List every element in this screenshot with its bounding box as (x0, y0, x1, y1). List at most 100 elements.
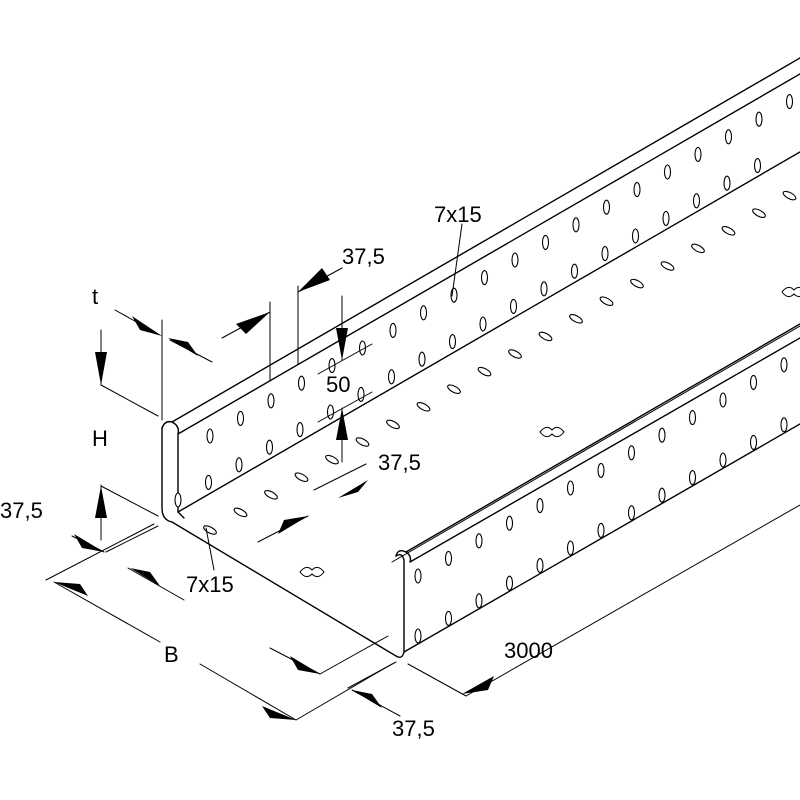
slot (296, 422, 304, 438)
slot (235, 457, 243, 473)
slot (233, 507, 248, 518)
slot (386, 419, 400, 430)
bottom-slot-leader (205, 527, 215, 571)
b-arrow-left (54, 582, 88, 596)
b-dim-line-1 (53, 581, 161, 643)
slot (663, 164, 672, 180)
label-pitch-bottom: 37,5 (378, 450, 421, 475)
slot (206, 428, 214, 444)
pitch-top-arrow-1 (236, 312, 270, 334)
length-arrow (462, 676, 494, 694)
length-dim-line (465, 504, 800, 697)
rows-ext-bottom (317, 391, 373, 423)
edge-right-arrow-2 (352, 690, 382, 708)
slot (660, 261, 675, 271)
slot (416, 402, 431, 412)
tray-outline (161, 57, 800, 659)
slot (601, 246, 609, 262)
slot (387, 369, 396, 385)
slot (479, 316, 487, 332)
slot (509, 298, 518, 314)
label-b: B (164, 642, 179, 667)
right-wall-top-lip (395, 323, 800, 557)
slot (444, 610, 453, 626)
slot (719, 392, 727, 408)
left-wall-front-edge (161, 427, 173, 523)
edge-right-arrow-1 (290, 656, 320, 674)
perforation-slots (174, 94, 797, 644)
slot (627, 445, 636, 461)
pitch-bottom-arrow-1 (338, 480, 368, 498)
slot (536, 558, 544, 574)
slot (566, 540, 575, 556)
slot (204, 474, 213, 490)
b-dim-line-2 (199, 663, 297, 721)
slot (721, 226, 736, 236)
edge-right-ext (319, 635, 389, 675)
length-ext (407, 663, 467, 697)
slot (294, 472, 309, 482)
slot (419, 305, 428, 321)
slot (780, 417, 788, 433)
t-arrow-left (132, 316, 162, 336)
slot (447, 384, 461, 394)
slot (719, 452, 727, 468)
connector-clips (299, 286, 800, 578)
right-wall-front-edge (395, 553, 405, 653)
slot (540, 281, 548, 297)
slot (658, 487, 666, 503)
slot (475, 533, 483, 549)
edge-left-ext (127, 567, 185, 601)
slot (749, 374, 758, 390)
h-arrow-bottom (95, 486, 107, 518)
slot (566, 480, 575, 496)
slot (297, 375, 306, 391)
pitch-top-arrow-2 (298, 268, 330, 292)
label-pitch-top: 37,5 (342, 244, 385, 269)
slot (692, 193, 701, 209)
side-slot-leader (451, 223, 463, 297)
slot (602, 199, 611, 215)
slot (782, 190, 797, 201)
slot (203, 525, 217, 535)
slot (477, 366, 492, 377)
clip-icon (781, 286, 800, 298)
slot (267, 393, 275, 409)
slot (174, 492, 182, 508)
slot (570, 263, 579, 279)
pitch-bottom-leader-1 (313, 463, 367, 491)
label-length: 3000 (504, 638, 553, 663)
label-h: H (92, 426, 108, 451)
edge-left-dim (105, 525, 159, 553)
slot (538, 331, 553, 342)
h-ext-top (100, 384, 159, 417)
slot (597, 522, 605, 538)
slot (723, 175, 731, 191)
slot (444, 550, 453, 566)
slot (780, 357, 788, 373)
slot (448, 334, 457, 350)
slot (569, 314, 583, 324)
slot (752, 208, 766, 218)
slot (749, 434, 758, 450)
slot (688, 410, 697, 426)
slot (508, 349, 522, 359)
bottom-front-edge (171, 521, 405, 659)
slot (511, 252, 519, 268)
slot (414, 628, 422, 644)
h-arrow-top (95, 352, 107, 385)
slot (325, 454, 339, 465)
label-t: t (92, 284, 98, 309)
h-ext-bottom (100, 485, 159, 517)
slot (505, 515, 514, 531)
slot (389, 322, 397, 338)
b-ext-left (45, 523, 155, 581)
slot (265, 439, 274, 455)
label-edge-left: 37,5 (0, 498, 43, 523)
slot (599, 296, 614, 306)
slot (630, 278, 644, 289)
slot (662, 210, 670, 226)
slot (480, 270, 489, 286)
